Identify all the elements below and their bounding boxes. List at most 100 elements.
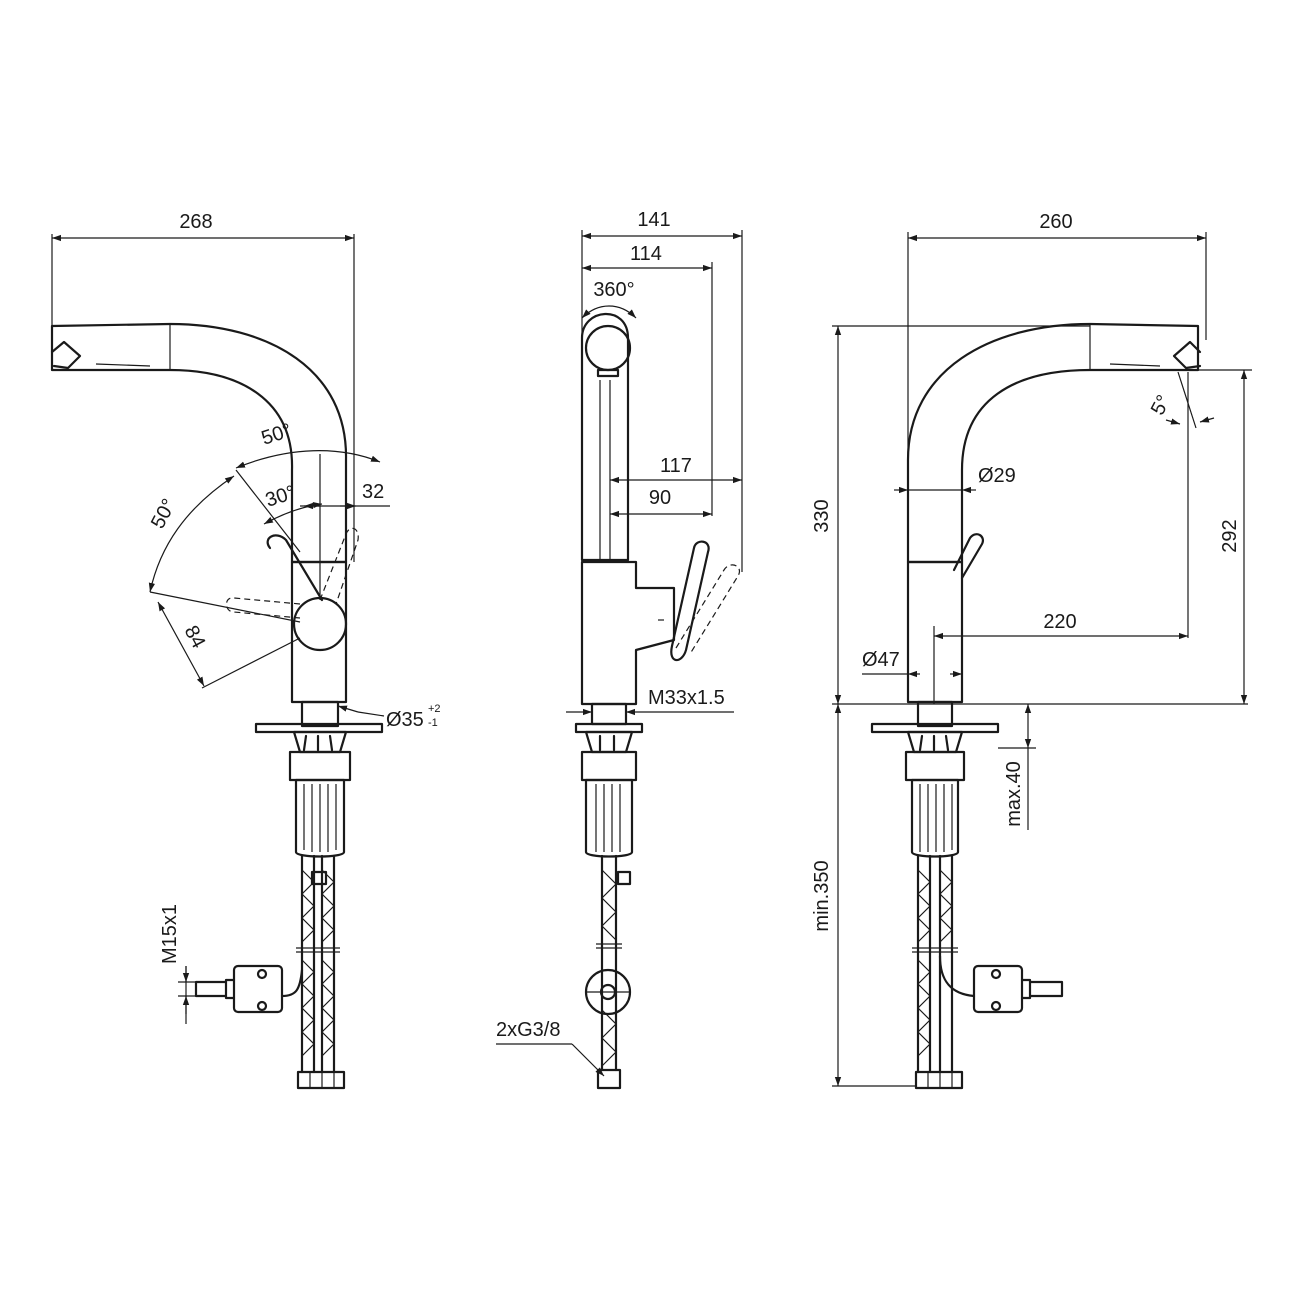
right-shank bbox=[916, 700, 954, 728]
left-ribbed-sleeve bbox=[294, 778, 346, 858]
left-hose-clip bbox=[310, 870, 328, 886]
dim-label-min350: min.350 bbox=[811, 860, 833, 931]
left-connector-pipe bbox=[280, 968, 304, 998]
right-spout-outline bbox=[906, 322, 1200, 564]
left-lever-hub bbox=[292, 596, 348, 652]
dim-label-dia47: Ø47 bbox=[862, 649, 900, 671]
left-connector-screw-top bbox=[256, 968, 268, 980]
mid-lever-ghost bbox=[675, 564, 740, 655]
right-hoses bbox=[916, 854, 954, 1074]
dim-label-5deg: 5° bbox=[1147, 392, 1175, 419]
left-spout-outline bbox=[50, 322, 348, 564]
right-connector-screw-bottom bbox=[990, 1000, 1002, 1012]
dim-label-dia29: Ø29 bbox=[978, 465, 1016, 487]
left-hose-break bbox=[296, 947, 340, 953]
right-view: 260 330 292 5° Ø29 220 Ø47 max.40 min.35… bbox=[811, 211, 1252, 1090]
mid-hose-braid bbox=[601, 869, 617, 1067]
mid-spout-head-circle bbox=[584, 324, 632, 372]
left-view: 268 50° 30° 32 50° 84 Ø35 +2 -1 M15x1 bbox=[50, 211, 441, 1090]
mid-spout-column bbox=[580, 312, 630, 562]
right-nut bbox=[904, 750, 966, 782]
right-lever bbox=[952, 533, 984, 580]
right-ext-5deg bbox=[1177, 371, 1197, 429]
mid-spray-slot bbox=[596, 368, 620, 378]
dim-arc-50-top bbox=[235, 450, 381, 469]
right-spray-outlet bbox=[1109, 363, 1161, 371]
left-base-plate bbox=[254, 722, 384, 734]
left-hose-nut-splits bbox=[309, 1072, 335, 1088]
dim-arc-360 bbox=[581, 305, 637, 319]
right-ribbed-sleeve bbox=[910, 778, 960, 858]
left-mixer-body bbox=[290, 560, 348, 704]
dim-label-g38: 2xG3/8 bbox=[496, 1019, 560, 1041]
left-connector-screw-bottom bbox=[256, 1000, 268, 1012]
dim-label-max40: max.40 bbox=[1003, 761, 1025, 827]
left-fixing-teeth bbox=[292, 730, 348, 754]
right-fixing-teeth bbox=[906, 730, 964, 754]
dim-label-m15: M15x1 bbox=[159, 904, 181, 964]
mid-lever bbox=[670, 540, 710, 662]
left-connector-block bbox=[232, 964, 284, 1014]
dim-arrow-5-a bbox=[1165, 418, 1181, 425]
left-ribs bbox=[303, 784, 337, 852]
right-hose-nut-splits bbox=[927, 1072, 953, 1088]
left-quick-coupling bbox=[194, 978, 236, 1000]
left-ext-line-84-b bbox=[201, 637, 301, 689]
left-lever-ghost-up bbox=[319, 527, 359, 605]
dim-label-330: 330 bbox=[811, 499, 833, 532]
mid-ribbed-sleeve bbox=[584, 778, 634, 858]
dim-label-84: 84 bbox=[180, 622, 210, 652]
dim-leader-dia35-b bbox=[357, 711, 385, 717]
right-connector-block bbox=[972, 964, 1024, 1014]
left-hose-nuts bbox=[296, 1070, 346, 1090]
mid-hose-break bbox=[596, 943, 622, 949]
right-base-plate bbox=[870, 722, 1000, 734]
dim-arc-30 bbox=[263, 501, 323, 525]
dim-tol-minus: -1 bbox=[428, 717, 438, 729]
mid-ribs bbox=[595, 784, 621, 852]
left-hose-braid bbox=[301, 869, 335, 1057]
dim-tol-plus: +2 bbox=[428, 703, 441, 715]
dim-line-84 bbox=[157, 601, 205, 687]
mid-shank bbox=[590, 702, 628, 726]
left-lever bbox=[266, 534, 324, 602]
right-connector-screw-top bbox=[990, 968, 1002, 980]
mid-hoses bbox=[600, 854, 618, 1072]
mid-base-plate bbox=[574, 722, 644, 734]
left-spray-outlet bbox=[95, 363, 151, 371]
dim-label-268: 268 bbox=[179, 211, 212, 233]
middle-view: 141 114 360° 117 90 M33x1.5 2xG3/8 bbox=[496, 209, 743, 1090]
dim-label-90: 90 bbox=[649, 487, 671, 509]
dim-label-292: 292 bbox=[1219, 519, 1241, 552]
right-quick-coupling bbox=[1020, 978, 1064, 1000]
right-mixer-body bbox=[906, 560, 964, 704]
right-spray-nozzle bbox=[1172, 340, 1202, 370]
mid-hose-nuts bbox=[596, 1068, 622, 1090]
right-ribs bbox=[919, 784, 953, 852]
left-ext-line-angle bbox=[235, 469, 301, 553]
dim-label-m33: M33x1.5 bbox=[648, 687, 725, 709]
dim-label-360: 360° bbox=[593, 279, 634, 301]
right-connector-pipe bbox=[938, 954, 976, 998]
dim-label-220: 220 bbox=[1043, 611, 1076, 633]
dim-label-141: 141 bbox=[637, 209, 670, 231]
left-hoses bbox=[300, 854, 336, 1074]
left-shank bbox=[300, 700, 340, 728]
dim-arrow-5-b bbox=[1199, 416, 1215, 423]
dim-label-114: 114 bbox=[630, 243, 662, 265]
right-hose-braid bbox=[917, 869, 953, 1057]
dim-label-dia35: Ø35 bbox=[386, 709, 424, 731]
left-nut bbox=[288, 750, 352, 782]
mid-nut bbox=[580, 750, 638, 782]
mid-mixer-body bbox=[580, 560, 676, 706]
mid-fixing-teeth bbox=[584, 730, 634, 754]
dim-leader-g38-b bbox=[571, 1043, 605, 1077]
dim-leader-dia35 bbox=[337, 705, 359, 713]
dim-label-50-top: 50° bbox=[259, 419, 295, 449]
dim-label-32: 32 bbox=[362, 481, 384, 503]
dim-label-117: 117 bbox=[660, 455, 692, 477]
right-hose-nuts bbox=[914, 1070, 964, 1090]
mid-hose-clip bbox=[616, 870, 632, 886]
right-hose-break bbox=[912, 947, 958, 953]
